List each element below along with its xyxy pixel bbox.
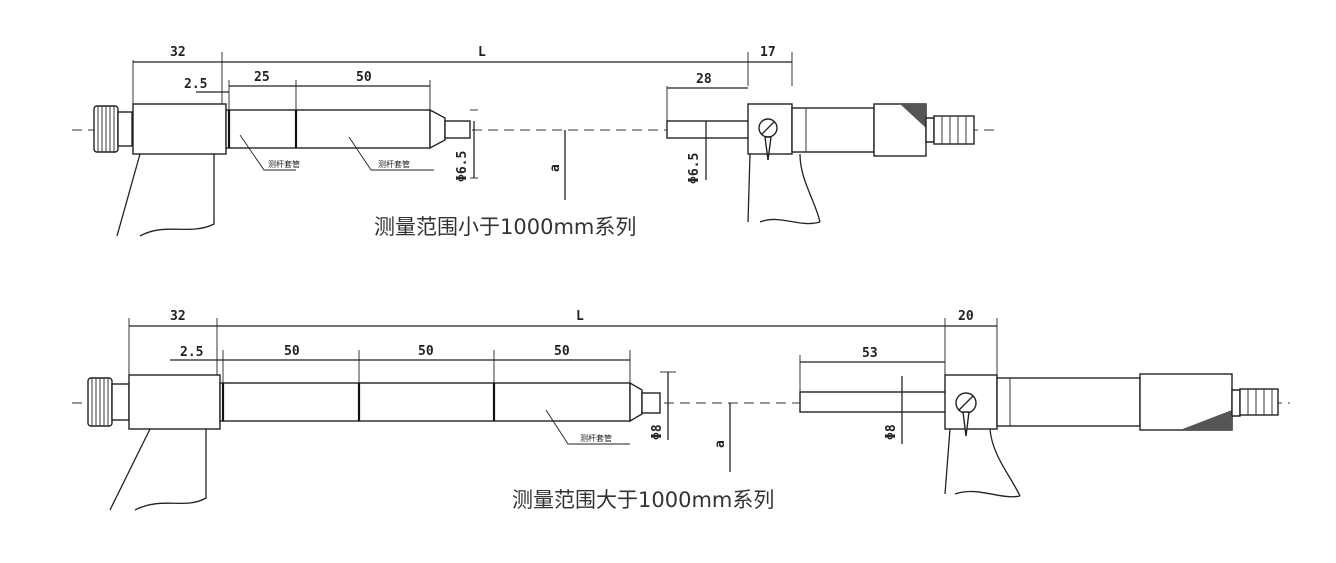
lower-tube [219,381,661,423]
upper-tube-label-1: 测杆套管 [268,159,300,169]
lower-dim-2-5: 2.5 [180,345,203,360]
lower-caption: 测量范围大于1000mm系列 [512,488,774,512]
lower-dim-L: L [576,309,584,324]
upper-thimble [791,103,975,157]
upper-left-head [132,103,227,155]
upper-leader-2 [348,136,434,171]
upper-dim-28: 28 [696,72,712,87]
upper-dim-50: 50 [356,70,372,85]
lower-dim-32: 32 [170,309,186,324]
lower-tube-label-1: 测杆套管 [580,433,612,443]
upper-phi-left: Φ6.5 [455,151,470,182]
upper-dim-2-5: 2.5 [184,77,207,92]
upper-dim-32: 32 [170,45,186,60]
lower-phi-right: Φ8 [884,424,899,440]
upper-assembly: 测杆套管 测杆套管 32 L 17 2.5 25 50 Φ6.5 a [72,45,995,239]
upper-tube [225,108,471,150]
upper-left-knob [93,105,133,153]
upper-left-handle [116,153,215,237]
lower-left-head [128,374,221,430]
lower-leader-1 [545,409,630,445]
lower-a: a [713,440,728,448]
lower-phi-left: Φ8 [650,424,665,440]
lower-left-handle [109,428,207,511]
lower-thimble [996,373,1279,431]
upper-dim-L: L [478,45,486,60]
lower-dim-20: 20 [958,309,974,324]
upper-leader-1 [239,134,296,171]
lower-left-knob [87,377,130,427]
upper-tube-label-2: 测杆套管 [378,159,410,169]
upper-a: a [548,164,563,172]
lower-dim-53: 53 [862,346,878,361]
lower-dim-50-2: 50 [418,344,434,359]
upper-phi-right: Φ6.5 [687,153,702,184]
upper-dim-17: 17 [760,45,776,60]
upper-caption: 测量范围小于1000mm系列 [374,215,636,239]
upper-right-rod [666,120,750,139]
lower-dim-50-1: 50 [284,344,300,359]
lower-assembly: 测杆套管 32 L 20 2.5 50 50 50 Φ8 a [72,309,1290,512]
lower-dim-50-3: 50 [554,344,570,359]
upper-dim-25: 25 [254,70,270,85]
lower-right-rod [799,391,947,413]
